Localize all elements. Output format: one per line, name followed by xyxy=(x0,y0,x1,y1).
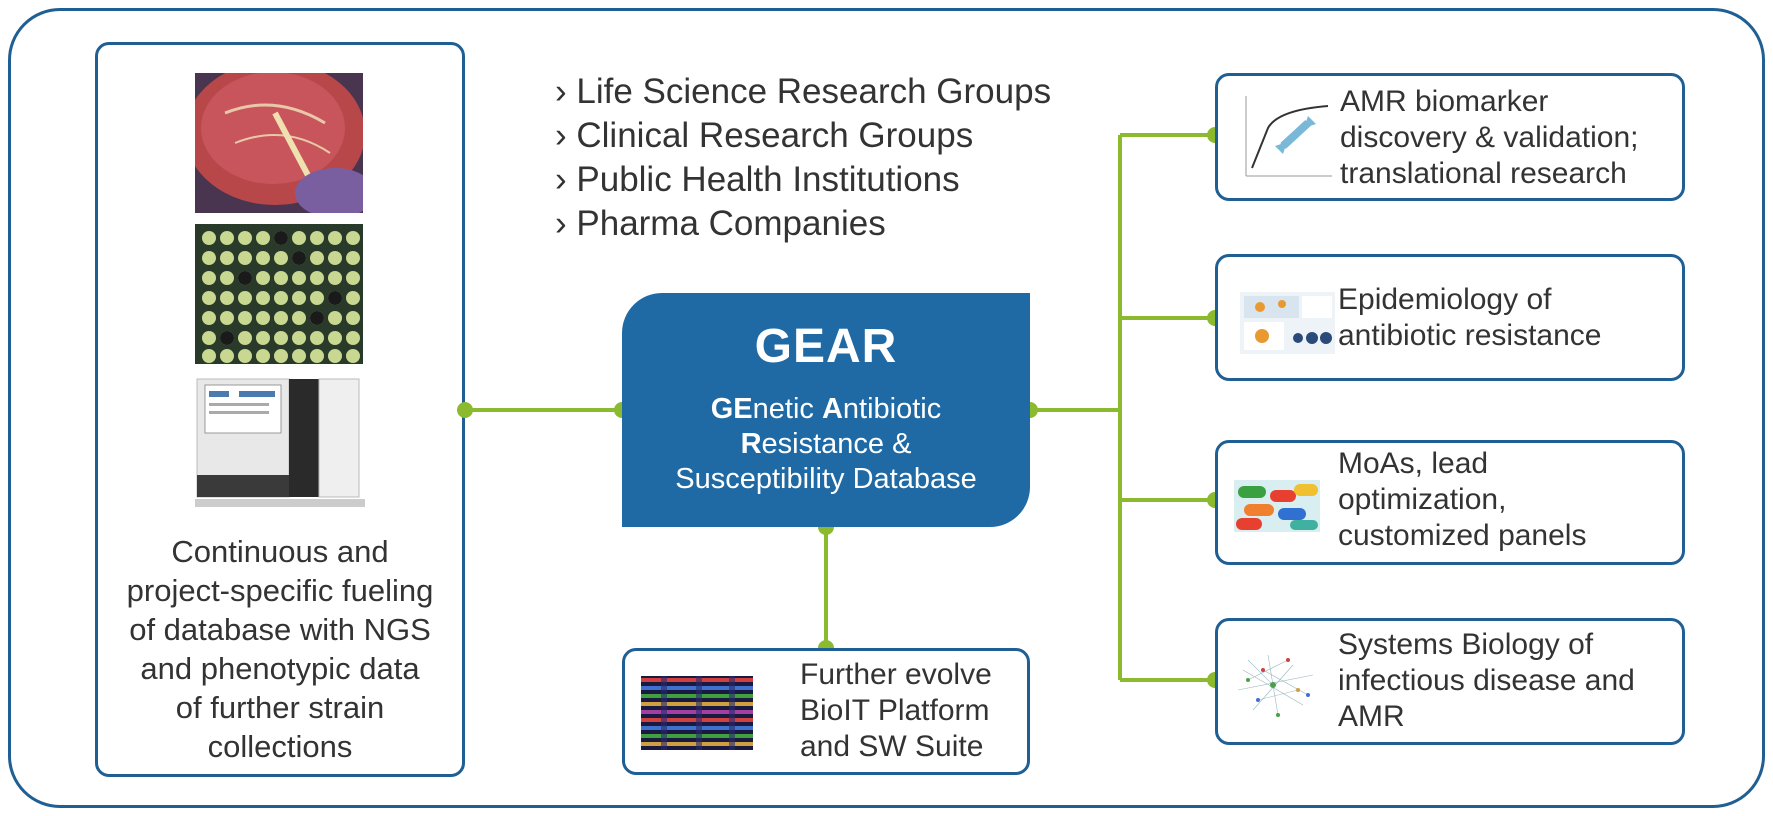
microplate-photo xyxy=(195,224,363,364)
pills-icon xyxy=(1234,480,1320,532)
audience-item: › Clinical Research Groups xyxy=(555,116,974,155)
bottom-box-label: Further evolve BioIT Platform and SW Sui… xyxy=(800,658,992,763)
gear-box: GEAR GEnetic Antibiotic Resistance & Sus… xyxy=(622,293,1030,527)
gear-subtitle: GEnetic Antibiotic Resistance & Suscepti… xyxy=(622,392,1030,497)
gear-subtitle-line: Susceptibility Database xyxy=(675,463,977,495)
audience-list: › Life Science Research Groups › Clinica… xyxy=(555,70,1051,246)
audience-item: › Public Health Institutions xyxy=(555,160,960,199)
audience-item: › Life Science Research Groups xyxy=(555,72,1052,111)
output-label-systems-biology: Systems Biology of infectious disease an… xyxy=(1338,628,1635,733)
sequence-alignment-thumbnail xyxy=(641,676,753,750)
epidemiology-map-icon xyxy=(1240,292,1335,354)
audience-item: › Pharma Companies xyxy=(555,204,886,243)
network-icon xyxy=(1228,640,1324,726)
connector-dot xyxy=(457,402,473,418)
gear-subtitle-line: GEnetic Antibiotic xyxy=(710,393,942,425)
gear-subtitle-line: Resistance & xyxy=(740,428,912,460)
output-label-moa: MoAs, lead optimization, customized pane… xyxy=(1338,447,1587,552)
output-label-epidemiology: Epidemiology of antibiotic resistance xyxy=(1338,283,1602,352)
biomarker-curve-icon xyxy=(1238,88,1336,184)
gear-title: GEAR xyxy=(754,320,898,373)
left-panel-caption: Continuous and project-specific fueling … xyxy=(126,534,434,764)
petri-dish-photo xyxy=(195,73,363,213)
sequencer-photo xyxy=(195,375,367,510)
output-label-biomarker: AMR biomarker discovery & validation; tr… xyxy=(1340,85,1639,190)
